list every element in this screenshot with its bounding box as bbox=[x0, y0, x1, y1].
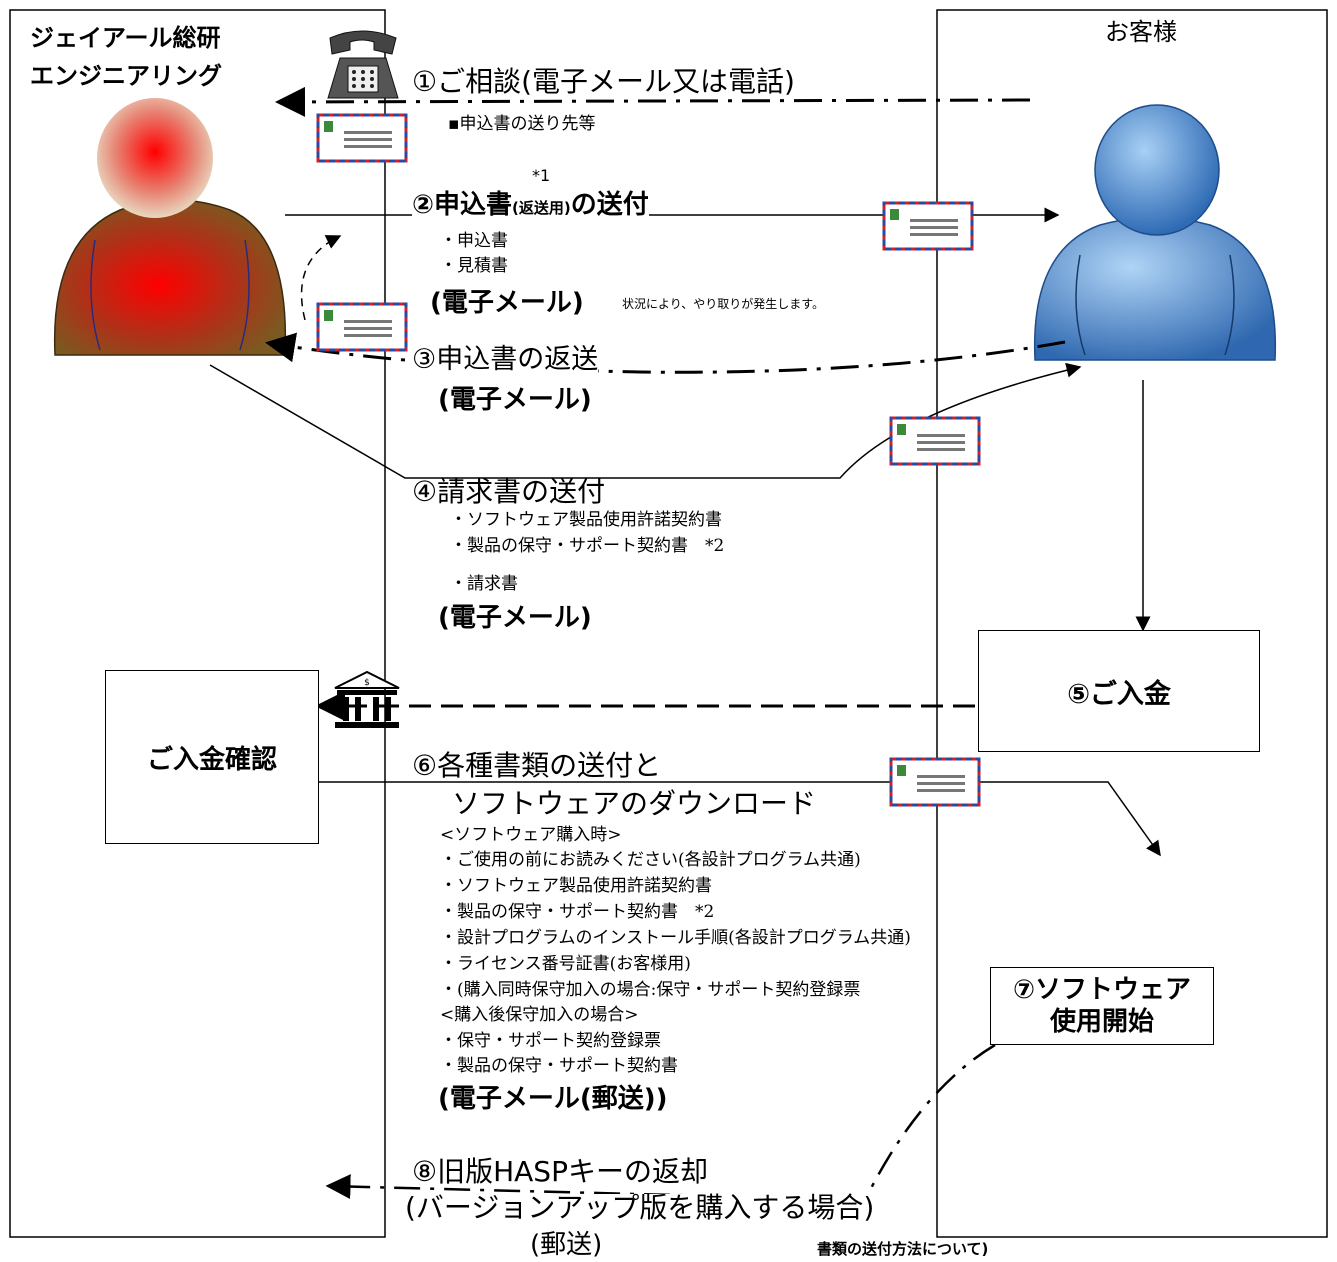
step3-label: ③申込書の返送 bbox=[412, 344, 599, 375]
step2-item: ・申込書 bbox=[440, 231, 508, 251]
bank-icon: $ bbox=[334, 670, 400, 728]
footer-note: 書類の送付方法について) bbox=[817, 1240, 989, 1258]
step6-item: <ソフトウェア購入時> bbox=[440, 825, 622, 845]
person-icon-company bbox=[53, 98, 287, 356]
step6-item: ・ソフトウェア製品使用許諾契約書 bbox=[440, 876, 712, 896]
left-party-line1: ジェイアール総研 bbox=[30, 24, 221, 52]
step2-footnote: *1 bbox=[532, 166, 551, 185]
left-lane bbox=[9, 9, 386, 1238]
envelope-icon bbox=[316, 302, 408, 352]
step6-item: <購入後保守加入の場合> bbox=[440, 1005, 639, 1025]
step6-item: ・(購入同時保守加入の場合:保守・サポート契約登録票 bbox=[440, 980, 861, 1000]
step4-label: ④請求書の送付 bbox=[412, 475, 606, 508]
person-icon-customer bbox=[1033, 104, 1277, 361]
step2-item: ・見積書 bbox=[440, 256, 508, 276]
step1-label: ①ご相談(電子メール又は電話) bbox=[412, 65, 795, 98]
step2-label-small: (返送用) bbox=[512, 199, 571, 217]
telephone-icon bbox=[327, 30, 399, 99]
step7-line2: 使用開始 bbox=[1049, 1007, 1154, 1037]
step7-box: ⑦ソフトウェア 使用開始 bbox=[990, 967, 1214, 1045]
envelope-icon bbox=[316, 113, 408, 163]
step1-note: ▪申込書の送り先等 bbox=[448, 114, 596, 134]
step6-item: ・製品の保守・サポート契約書 *2 bbox=[440, 902, 715, 922]
step5-box: ⑤ご入金 bbox=[978, 630, 1260, 752]
step6-item: ・設計プログラムのインストール手順(各設計プログラム共通) bbox=[440, 928, 911, 948]
left-party-line2: エンジニアリング bbox=[30, 62, 222, 90]
step6-item: ・保守・サポート契約登録票 bbox=[440, 1031, 661, 1051]
envelope-icon bbox=[889, 416, 981, 466]
step6-item: ・製品の保守・サポート契約書 bbox=[440, 1056, 678, 1076]
step2-label: ②申込書(返送用)の送付 bbox=[412, 192, 649, 218]
step8-method: (郵送) bbox=[530, 1230, 603, 1260]
step7-line1: ⑦ソフトウェア bbox=[1012, 974, 1191, 1005]
step8-sub: (バージョンアップ版を購入する場合) bbox=[405, 1191, 875, 1224]
step8-label: ⑧旧版HASPキーの返却 bbox=[412, 1155, 708, 1188]
svg-text:$: $ bbox=[364, 678, 370, 688]
step4-item: ・請求書 bbox=[450, 574, 518, 594]
step2-method: (電子メール) bbox=[430, 288, 584, 318]
step4-item: ・ソフトウェア製品使用許諾契約書 bbox=[450, 510, 722, 530]
envelope-icon bbox=[882, 201, 974, 251]
step6-item: ・ご使用の前にお読みください(各設計プログラム共通) bbox=[440, 850, 861, 870]
step2-label-b: の送付 bbox=[570, 190, 649, 220]
step2-method-note: 状況により、やり取りが発生します。 bbox=[622, 297, 825, 311]
step6-method: (電子メール(郵送)) bbox=[438, 1084, 668, 1114]
step4-method: (電子メール) bbox=[438, 603, 592, 633]
step4-item: ・製品の保守・サポート契約書 *2 bbox=[450, 536, 725, 556]
step3-method: (電子メール) bbox=[438, 385, 592, 415]
envelope-icon bbox=[889, 757, 981, 807]
step2-label-a: ②申込書 bbox=[412, 190, 513, 220]
step5-label: ⑤ご入金 bbox=[1067, 678, 1171, 710]
right-lane bbox=[936, 9, 1328, 1238]
step6-item: ・ライセンス番号証書(お客様用) bbox=[440, 954, 691, 974]
payment-confirm-label: ご入金確認 bbox=[146, 744, 277, 775]
step6-label-line1: ⑥各種書類の送付と bbox=[412, 749, 662, 782]
right-party-label: お客様 bbox=[1105, 18, 1177, 46]
step6-label-line2: ソフトウェアのダウンロード bbox=[452, 787, 817, 820]
payment-confirm-box: ご入金確認 bbox=[105, 670, 319, 844]
